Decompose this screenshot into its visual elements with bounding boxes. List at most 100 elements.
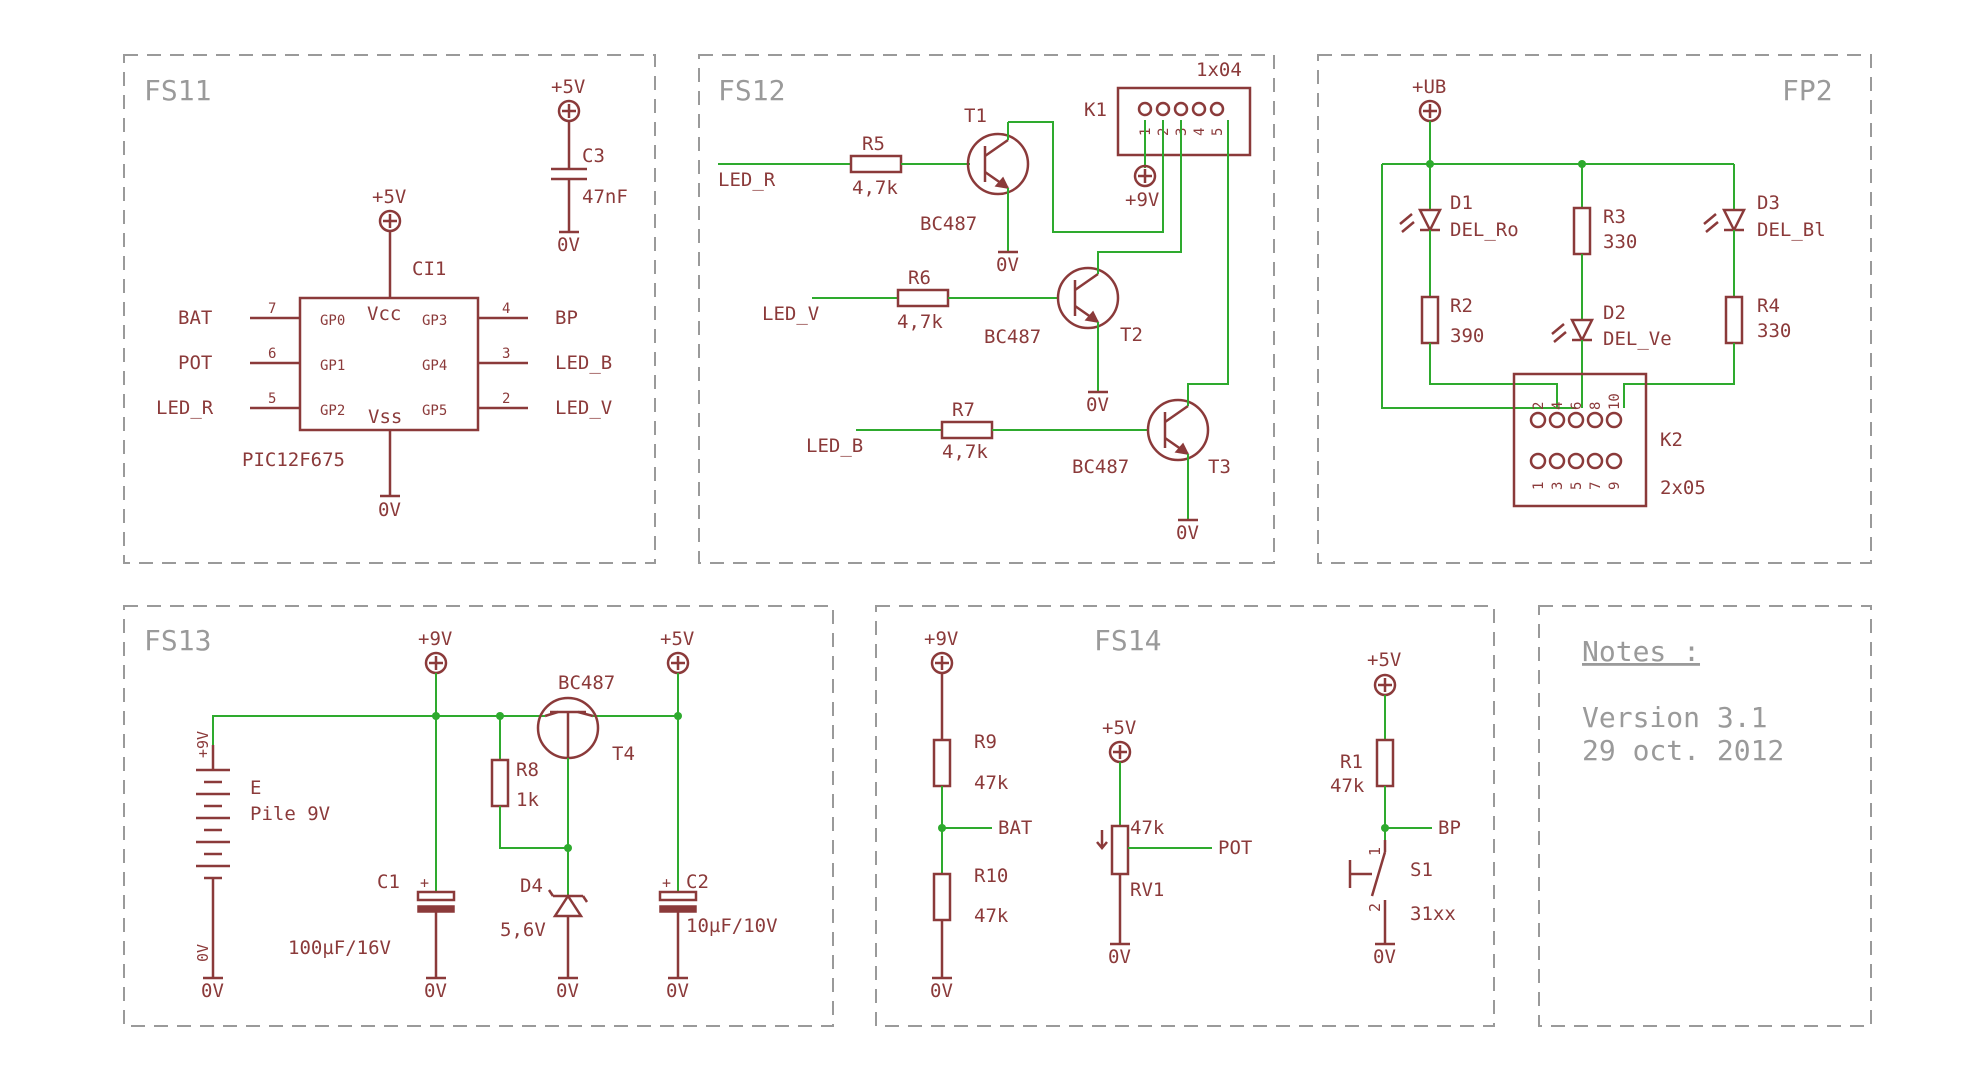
net-label-led-r: LED_R xyxy=(156,397,214,419)
resistor-r8 xyxy=(490,758,510,808)
connector-k2 xyxy=(1512,372,1648,508)
cap-ref: C2 xyxy=(686,871,709,893)
ic-ref: CI1 xyxy=(412,258,446,280)
pin-name: GP4 xyxy=(422,358,447,374)
res-ref: R9 xyxy=(974,731,997,753)
res-ref: R3 xyxy=(1603,206,1626,228)
led-value: DEL_Bl xyxy=(1757,219,1826,241)
supply-label: +9V xyxy=(924,628,958,650)
fs13-sheet: +9V +5V +9V E Pile 9V 0V 0V + C1 100µF/1… xyxy=(194,628,778,1002)
fs14-sheet: +9V R9 47k BAT R10 47k 0V +5V 47k POT RV… xyxy=(924,628,1461,1002)
pin-num: 3 xyxy=(502,346,510,362)
fs12-frame xyxy=(698,54,1275,564)
pushbutton-s1 xyxy=(1348,840,1387,912)
fs13-title: FS13 xyxy=(144,624,211,657)
res-ref: R10 xyxy=(974,865,1008,887)
transistor-ref: T4 xyxy=(612,743,635,765)
ground-label: 0V xyxy=(666,980,689,1002)
cap-plus: + xyxy=(420,874,429,892)
ic-vcc-label: Vcc xyxy=(367,303,401,325)
pin-name: GP3 xyxy=(422,313,447,329)
ground-label: 0V xyxy=(996,254,1019,276)
cap-plus: + xyxy=(662,874,671,892)
pin-num: 7 xyxy=(1588,482,1604,490)
pin-num: 5 xyxy=(268,391,276,407)
pin-num: 6 xyxy=(1569,402,1585,410)
resistor-r5 xyxy=(849,154,903,174)
supply-label: +5V xyxy=(1102,717,1136,739)
switch-ref: S1 xyxy=(1410,859,1433,881)
fp2-frame xyxy=(1317,54,1872,564)
resistor-r3 xyxy=(1572,206,1592,256)
ground-label: 0V xyxy=(424,980,447,1002)
battery xyxy=(196,745,230,905)
supply-label: +UB xyxy=(1412,76,1446,98)
supply-symbol xyxy=(1133,164,1157,188)
pin-num: 3 xyxy=(1550,482,1566,490)
resistor-r10 xyxy=(932,872,952,922)
connector-ref: K1 xyxy=(1084,99,1107,121)
switch-part: 31xx xyxy=(1410,903,1456,925)
ground-label: 0V xyxy=(556,980,579,1002)
led-value: DEL_Ro xyxy=(1450,219,1519,241)
supply-label: +5V xyxy=(551,76,585,98)
connector-type: 1x04 xyxy=(1196,59,1242,81)
pin-num: 5 xyxy=(1569,482,1585,490)
potentiometer-rv1 xyxy=(1110,824,1130,876)
res-value: 330 xyxy=(1757,320,1791,342)
res-value: 4,7k xyxy=(897,311,943,333)
net-label-led-v: LED_V xyxy=(555,397,612,419)
net-label-bp: BP xyxy=(1438,817,1461,839)
led-value: DEL_Ve xyxy=(1603,328,1672,350)
res-value: 1k xyxy=(516,789,539,811)
resistor-r1 xyxy=(1375,738,1395,788)
res-ref: R4 xyxy=(1757,295,1780,317)
pin-num: 7 xyxy=(268,301,276,317)
cap-value: 10µF/10V xyxy=(686,915,778,937)
fs14-frame xyxy=(875,605,1495,1027)
res-value: 47k xyxy=(1330,775,1365,797)
res-ref: R7 xyxy=(952,399,975,421)
net-label-led-b: LED_B xyxy=(555,352,612,374)
fp2-title: FP2 xyxy=(1782,74,1833,107)
res-value: 47k xyxy=(974,772,1009,794)
notes-sheet: Notes : Version 3.1 29 oct. 2012 xyxy=(1582,635,1784,767)
net-label-led-v: LED_V xyxy=(762,303,819,325)
pin-num: 8 xyxy=(1588,402,1604,410)
switch-pin: 1 xyxy=(1366,847,1384,856)
fs11-frame xyxy=(123,54,656,564)
fs14-title: FS14 xyxy=(1094,624,1161,657)
pin-name: GP2 xyxy=(320,403,345,419)
transistor-part: BC487 xyxy=(558,672,615,694)
ic-part: PIC12F675 xyxy=(242,449,345,471)
notes-date: 29 oct. 2012 xyxy=(1582,734,1784,767)
pin-num: 4 xyxy=(502,301,510,317)
notes-heading: Notes : xyxy=(1582,635,1700,668)
notes-frame xyxy=(1538,605,1872,1027)
res-value: 4,7k xyxy=(852,177,898,199)
pin-num: 4 xyxy=(1192,128,1208,136)
led-ref: D1 xyxy=(1450,192,1473,214)
supply-label: +5V xyxy=(660,628,694,650)
pot-ref: RV1 xyxy=(1130,879,1164,901)
transistor-ref: T2 xyxy=(1120,324,1143,346)
cap-value: 47nF xyxy=(582,186,628,208)
ground-label: 0V xyxy=(1086,394,1109,416)
fs11-sheet: +5V CI1 PIC12F675 Vcc Vss BAT POT LED_R … xyxy=(156,76,628,521)
ic-vss-label: Vss xyxy=(368,406,402,428)
connector-type: 2x05 xyxy=(1660,477,1706,499)
pin-num: 5 xyxy=(1210,128,1226,136)
zener-ref: D4 xyxy=(520,875,543,897)
battery-plus-label: +9V xyxy=(194,731,212,758)
ground-label: 0V xyxy=(1176,522,1199,544)
net-label-bat: BAT xyxy=(178,307,212,329)
res-value: 47k xyxy=(974,905,1009,927)
capacitor-c2 xyxy=(658,890,698,902)
resistor-r2 xyxy=(1420,295,1440,345)
net-label-led-r: LED_R xyxy=(718,169,776,191)
pin-num: 4 xyxy=(1550,402,1566,410)
transistor-ref: T3 xyxy=(1208,456,1231,478)
transistor-t3 xyxy=(1146,398,1210,462)
fs13-frame xyxy=(123,605,834,1027)
battery-minus-label: 0V xyxy=(194,944,212,962)
